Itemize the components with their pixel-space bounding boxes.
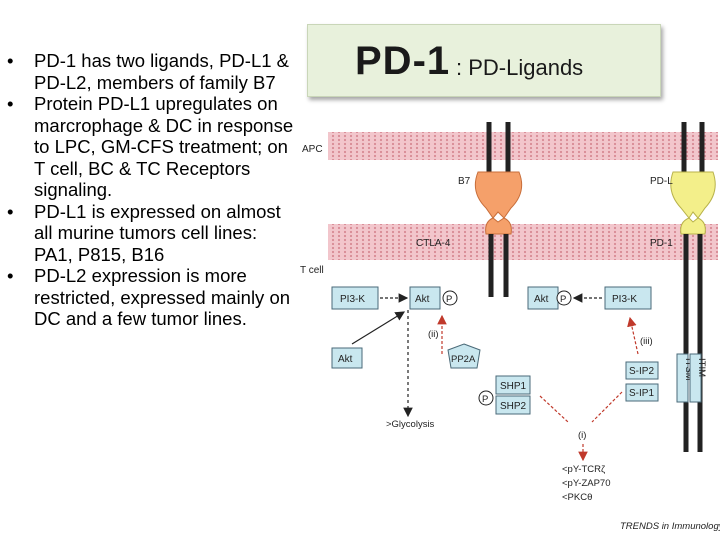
itim-label: ITIM [696, 358, 707, 377]
pathway-iii-label: (iii) [640, 336, 653, 347]
pi3k-right-box [604, 286, 652, 310]
ship-inhibit-arrow [627, 316, 639, 355]
pathway-i-label: (i) [578, 430, 586, 441]
apc-membrane [328, 132, 718, 160]
akt-bottom-label: Akt [338, 354, 353, 365]
phospho-left-icon [442, 290, 458, 306]
title-box: PD-1 : PD-Ligands [307, 24, 661, 97]
ship1-label: S-IP1 [629, 388, 654, 399]
akt-left-label: Akt [415, 294, 430, 305]
pdl-label: PD-L [650, 176, 673, 187]
shp2-box [495, 395, 531, 415]
phospho-right-label: P [560, 294, 566, 305]
akt-left-box [409, 286, 441, 310]
bullet-item: PD-L2 expression is more restricted, exp… [4, 265, 296, 330]
slide-title: PD-1 [355, 39, 451, 83]
akt-bottom-box [331, 347, 363, 369]
b7-ctla4-receptor [474, 122, 523, 297]
slide-subtitle: : PD-Ligands [456, 55, 584, 80]
phospho-shp-label: P [482, 394, 488, 405]
pp2a-shape [447, 343, 481, 369]
tcell-label: T cell [300, 265, 324, 276]
credit-label: TRENDS in Immunology [620, 521, 720, 532]
shp2-label: SHP2 [500, 401, 527, 412]
ship2-label: S-IP2 [629, 366, 654, 377]
ship1-box [625, 383, 659, 402]
target-tcr-label: <pY-TCRζ [562, 464, 606, 475]
itsm-box [676, 353, 689, 403]
bullet-item: Protein PD-L1 upregulates on marcrophage… [4, 93, 296, 201]
glycolysis-label: >Glycolysis [386, 419, 435, 430]
akt-right-label: Akt [534, 294, 549, 305]
pathway-ii-label: (ii) [428, 329, 439, 340]
pp2a-label: PP2A [451, 354, 476, 365]
target-pkc-label: <PKCθ [562, 492, 592, 503]
shp1-box [495, 375, 531, 395]
bullet-list: PD-1 has two ligands, PD-L1 & PD-L2, mem… [4, 50, 296, 330]
shp1-label: SHP1 [500, 381, 527, 392]
pi3k-left-box [331, 286, 379, 310]
pd1-label: PD-1 [650, 238, 673, 249]
akt-activation-arrow [351, 311, 406, 345]
target-zap70-label: <pY-ZAP70 [562, 478, 611, 489]
phospho-left-label: P [446, 294, 452, 305]
pi3k-left-label: PI3-K [340, 294, 365, 305]
itsm-label: ITSM [683, 358, 694, 381]
phospho-shp-icon [478, 390, 494, 406]
phospho-right-icon [556, 290, 572, 306]
ctla4-label: CTLA-4 [416, 238, 451, 249]
itim-box [689, 353, 702, 403]
bullet-item: PD-L1 is expressed on almost all murine … [4, 201, 296, 266]
ship2-box [625, 361, 659, 380]
bullet-item: PD-1 has two ligands, PD-L1 & PD-L2, mem… [4, 50, 296, 93]
apc-label: APC [302, 144, 323, 155]
b7-label: B7 [458, 176, 471, 187]
ship-pathway-arrow [591, 391, 623, 423]
tcell-membrane [328, 224, 718, 260]
pd1-signaling-diagram: APC T cell B7 CTLA-4 PD-L PD-1 PI3-K Akt… [300, 122, 720, 532]
pdl-pd1-receptor [670, 122, 716, 452]
pi3k-right-label: PI3-K [612, 294, 637, 305]
shp-pathway-arrow [539, 395, 569, 423]
